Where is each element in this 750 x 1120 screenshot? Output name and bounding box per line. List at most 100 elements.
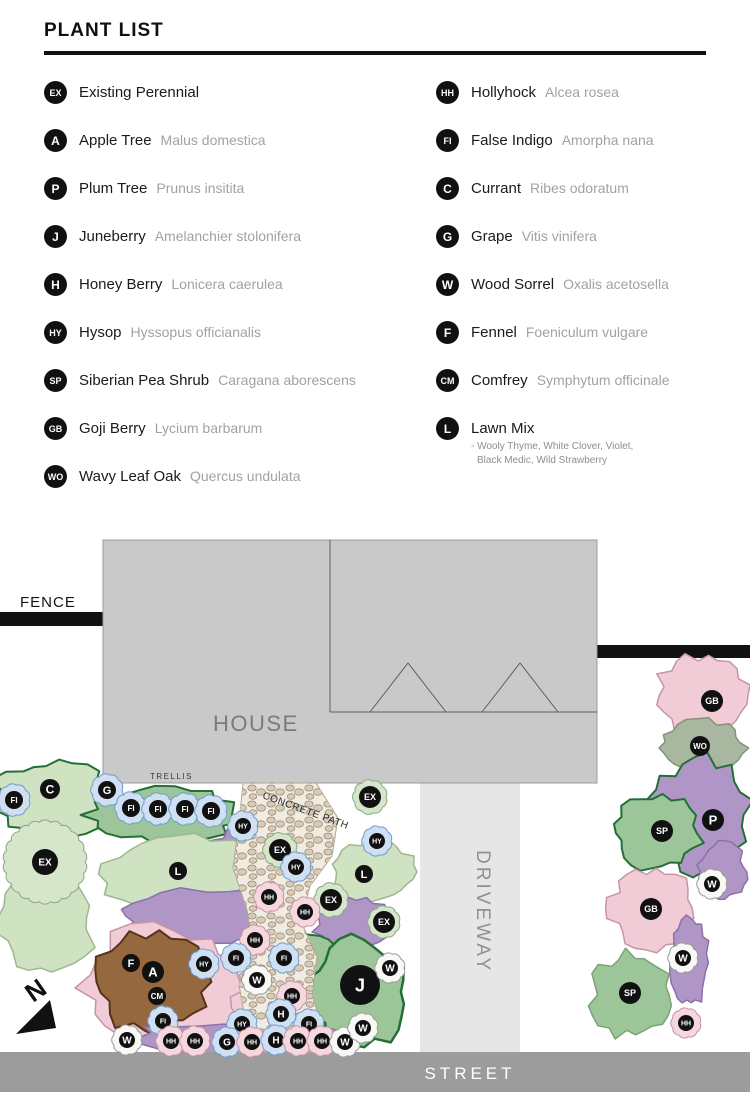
plant-code-badge: C [436,177,459,200]
plant-code-badge: G [436,225,459,248]
marker-code: J [355,975,365,995]
plant-code-badge: A [44,129,67,152]
legend-item-text: Honey Berry Lonicera caerulea [79,273,283,293]
plant-code-badge: F [436,321,459,344]
plant-marker-FI: FI [168,792,202,826]
marker-circle [702,809,724,831]
marker-code: HH [264,895,274,902]
marker-code: HY [291,865,301,872]
fence-right [597,645,750,658]
plant-marker-SP: SP [651,820,673,842]
plant-latin-name: Alcea rosea [545,84,619,100]
plant-marker-C: C [40,779,60,799]
legend-columns: EX Existing Perennial A Apple Tree Malus… [44,81,706,513]
plant-common-name: Currant [471,180,522,197]
marker-code: P [709,813,718,828]
legend-item: HY Hysop Hyssopus officianalis [44,321,436,344]
plant-marker-HY: HY [188,948,220,980]
plant-marker-L: L [169,862,187,880]
marker-circle [268,1032,284,1048]
plant-marker-W: W [241,964,273,996]
plant-common-name: Hollyhock [471,84,537,101]
plant-marker-G: G [90,773,124,807]
marker-circle [142,961,164,983]
plant-marker-FI: FI [141,792,175,826]
marker-circle [249,972,265,988]
marker-code: HH [247,1040,257,1047]
plant-latin-name: Oxalis acetosella [563,276,669,292]
plant-latin-name: Foeniculum vulgare [525,324,649,340]
street-label: STREET [424,1064,515,1083]
plant-marker-W: W [111,1024,143,1056]
plant-marker-W: W [374,952,406,984]
plant-latin-name: Malus domestica [160,132,266,148]
plant-marker-FI: FI [0,783,31,817]
marker-circle [290,1033,306,1049]
marker-code: SP [624,988,636,998]
plant-marker-HY: HY [361,825,393,857]
plant-marker-CM: CM [148,987,166,1005]
legend-item: C Currant Ribes odoratum [436,177,706,200]
legend-item-text: False Indigo Amorpha nana [471,129,654,149]
plant-common-name: Goji Berry [79,420,146,437]
legend-item-text: Hollyhock Alcea rosea [471,81,619,101]
plant-code-badge: GB [44,417,67,440]
plant-code-badge: L [436,417,459,440]
plant-common-name: Plum Tree [79,180,148,197]
marker-code: W [678,954,688,965]
plant-marker-HH: HH [155,1025,187,1057]
plant-common-name: Grape [471,228,513,245]
marker-circle [704,876,720,892]
marker-circle [373,911,395,933]
marker-circle [196,956,212,972]
marker-circle [148,987,166,1005]
marker-code: HH [681,1021,691,1028]
plant-common-name: Honey Berry [79,276,163,293]
legend-item: HH Hollyhock Alcea rosea [436,81,706,104]
plant-latin-name: Quercus undulata [189,468,301,484]
plant-marker-FI: FI [268,942,300,974]
marker-circle [314,1033,330,1049]
plant-marker-HY: HY [227,810,259,842]
marker-circle [122,799,140,817]
plant-marker-HH: HH [289,896,321,928]
house: HOUSE [102,539,598,784]
marker-code: HH [317,1039,327,1046]
marker-circle [261,889,277,905]
marker-code: FI [306,1022,312,1029]
legend-item-text: Comfrey Symphytum officinale [471,369,670,389]
marker-code: FI [127,804,134,813]
marker-circle [32,849,58,875]
legend-item-text: Juneberry Amelanchier stolonifera [79,225,301,245]
marker-code: EX [325,895,337,905]
marker-code: GB [644,904,658,914]
marker-code: A [148,965,158,980]
plant-code-badge: FI [436,129,459,152]
marker-circle [355,865,373,883]
plant-latin-name: Vitis vinifera [521,228,597,244]
planting-area-C-bed [0,758,112,845]
marker-code: G [103,785,112,797]
legend-column-left: EX Existing Perennial A Apple Tree Malus… [44,81,436,513]
plant-marker-GB: GB [701,690,723,712]
marker-circle [273,1006,289,1022]
trellis-label: TRELLIS [150,772,193,781]
legend-item: FI False Indigo Amorpha nana [436,129,706,152]
roof-lines [329,540,597,713]
marker-circle [297,904,313,920]
marker-circle [355,1020,371,1036]
marker-circle [202,802,220,820]
marker-circle [122,954,140,972]
marker-circle [119,1032,135,1048]
marker-circle [651,820,673,842]
plant-code-badge: WO [44,465,67,488]
legend-item-text: Grape Vitis vinifera [471,225,597,245]
marker-circle [678,1015,694,1031]
compass-north: N [16,973,56,1034]
legend-item-text: Wavy Leaf Oak Quercus undulata [79,465,301,485]
legend-item-text: Currant Ribes odoratum [471,177,629,197]
plant-latin-name: Caragana aborescens [218,372,356,388]
marker-code: HY [199,962,209,969]
marker-code: W [122,1036,132,1047]
